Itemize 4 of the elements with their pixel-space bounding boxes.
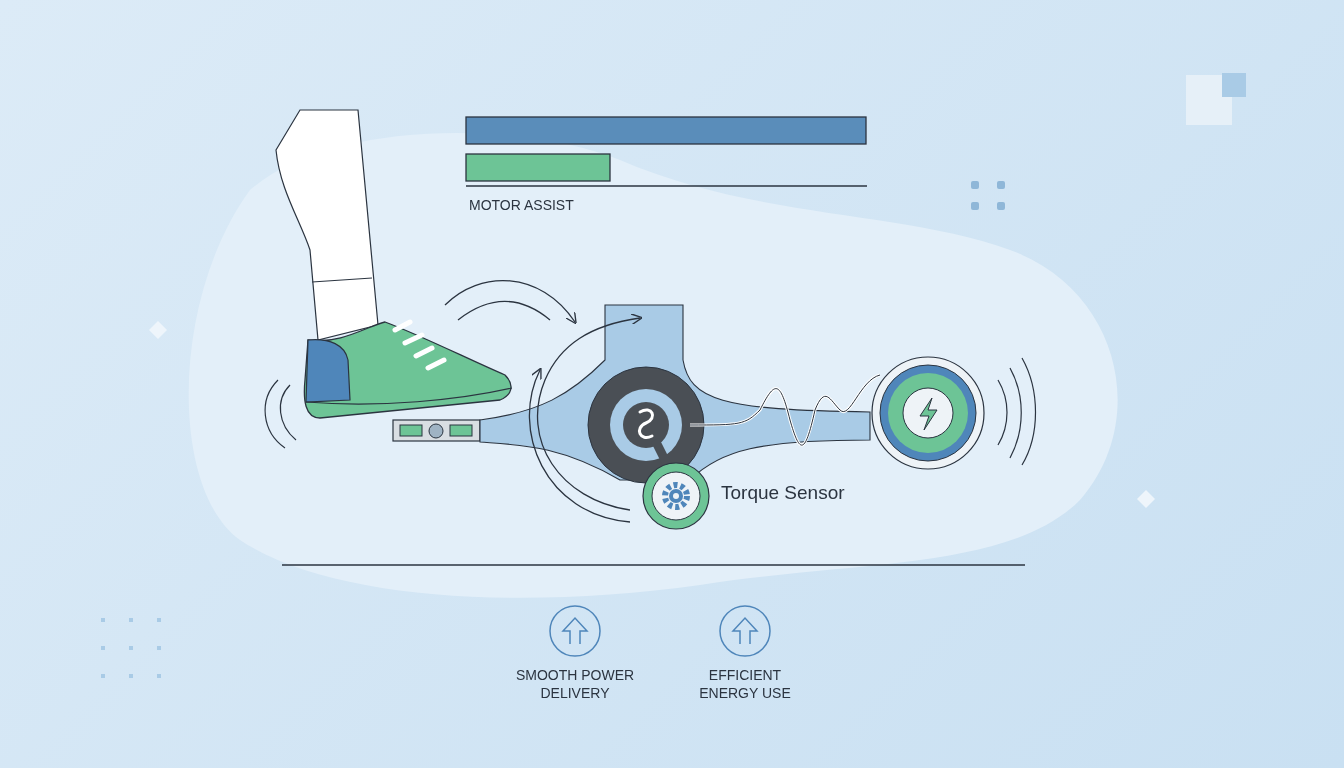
benefit-label: EFFICIENT ENERGY USE [698,666,792,702]
benefit-label: SMOOTH POWER DELIVERY [515,666,635,702]
chart-label: MOTOR ASSIST [469,197,574,213]
sensor-label: Torque Sensor [721,482,845,504]
